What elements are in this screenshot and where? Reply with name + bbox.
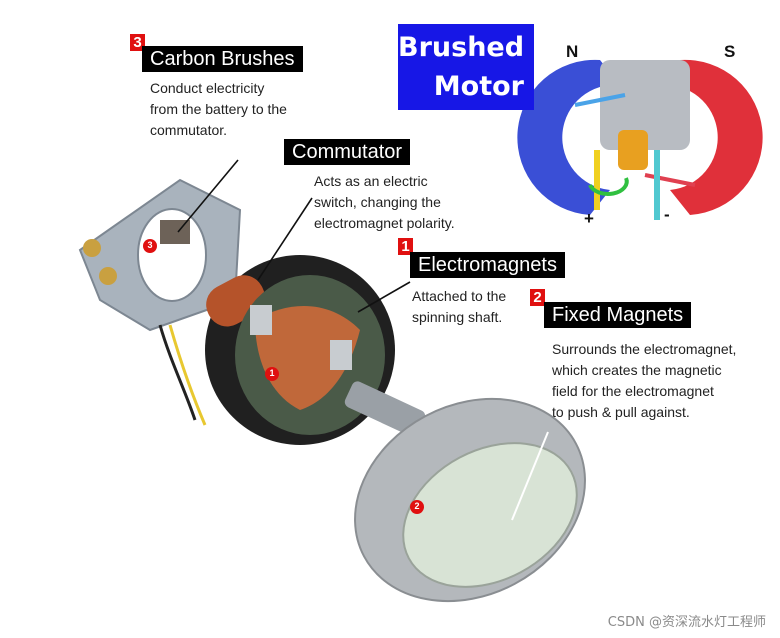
desc-line: Acts as an electric (314, 171, 455, 192)
brush-terminal (83, 239, 101, 257)
brush-terminal (99, 267, 117, 285)
pole-piece (250, 305, 272, 335)
wire-yellow (170, 325, 205, 425)
wire-black (160, 325, 195, 420)
positive-lead (594, 150, 600, 210)
desc-line: Surrounds the electromagnet, (552, 339, 736, 360)
part-title-electromagnets: Electromagnets (410, 252, 565, 278)
desc-line: field for the electromagnet (552, 381, 736, 402)
marker-label-1: 1 (268, 368, 276, 378)
desc-line: which creates the magnetic (552, 360, 736, 381)
rotor-assembly (199, 255, 427, 445)
negative-lead (654, 150, 660, 220)
desc-line: Conduct electricity (150, 78, 287, 99)
desc-line: switch, changing the (314, 192, 455, 213)
desc-line: electromagnet polarity. (314, 213, 455, 234)
part-title-commutator: Commutator (284, 139, 410, 165)
marker-label-3: 3 (146, 240, 154, 250)
pole-piece (330, 340, 352, 370)
commutator-inset (618, 130, 648, 170)
part-desc-commutator: Acts as an electric switch, changing the… (314, 171, 455, 234)
desc-line: Attached to the (412, 286, 506, 307)
watermark: CSDN @资深流水灯工程师 (608, 611, 766, 630)
desc-line: commutator. (150, 120, 287, 141)
north-label: N (566, 42, 578, 62)
part-title-carbon-brushes: Carbon Brushes (142, 46, 303, 72)
desc-line: spinning shaft. (412, 307, 506, 328)
title-line-1: Brushed (398, 28, 524, 67)
desc-line: to push & pull against. (552, 402, 736, 423)
title-box: Brushed Motor (398, 24, 534, 110)
part-desc-fixed-magnets: Surrounds the electromagnet, which creat… (552, 339, 736, 423)
part-desc-electromagnets: Attached to the spinning shaft. (412, 286, 506, 328)
plus-label: + (584, 209, 594, 229)
inset-diagram (517, 60, 762, 220)
marker-label-2: 2 (413, 501, 421, 511)
south-label: S (724, 42, 735, 62)
desc-line: from the battery to the (150, 99, 287, 120)
title-line-2: Motor (398, 67, 524, 106)
part-number-tag: 2 (530, 289, 545, 306)
part-title-fixed-magnets: Fixed Magnets (544, 302, 691, 328)
minus-label: - (664, 205, 670, 225)
south-field-arrow (645, 175, 695, 185)
part-desc-carbon-brushes: Conduct electricity from the battery to … (150, 78, 287, 141)
